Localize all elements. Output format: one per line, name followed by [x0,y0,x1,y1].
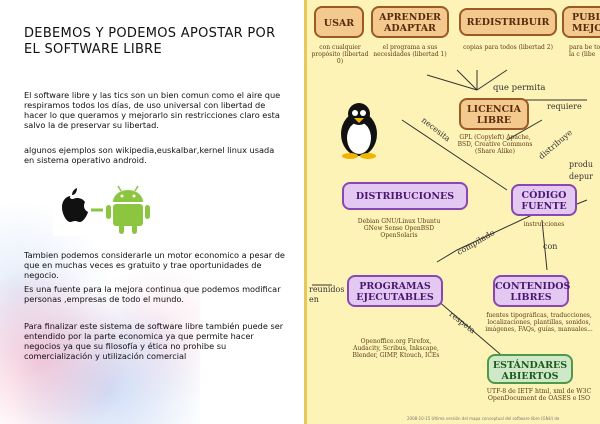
usar-sub: con cualquier propósito (libertad 0) [311,44,369,65]
apple-android-logos [62,185,150,234]
aprender-sub: el programa a sus necesidades (libertad … [373,44,447,58]
label-reunidos: reunidos en [309,285,345,304]
licencia-sub: GPL (Copyleft) Apache, BSD, Creative Com… [457,134,533,155]
tux-penguin-icon [335,100,383,160]
apple-icon [62,188,88,222]
label-depur: depur [569,172,593,181]
paragraph-examples: algunos ejemplos son wikipedia,euskalbar… [24,145,275,165]
label-con: con [543,242,558,251]
node-distribuciones: DISTRIBUCIONES [342,182,468,210]
node-estandares: ESTÁNDARES ABIERTOS [487,354,573,384]
paragraph-improvement: Es una fuente para la mejora continua qu… [24,284,281,304]
page-title: DEBEMOS Y PODEMOS APOSTAR POR EL SOFTWAR… [24,26,276,57]
programas-sub: Openoffice.org Firefox, Audacity, Scribu… [352,338,440,359]
label-que-permita: que permita [493,83,546,93]
node-redistribuir: REDISTRIBUIR [459,8,557,36]
node-usar: USAR [314,6,364,38]
map-footer: 2008-10-15 Última versión del mapa conce… [407,416,560,421]
logos-image [53,182,159,236]
estandares-sub: UTF-8 de IETF html, xml de W3C OpenDocum… [486,388,592,402]
label-produ: produ [569,160,594,169]
text-panel: DEBEMOS Y PODEMOS APOSTAR POR EL SOFTWAR… [0,26,285,424]
node-publicar: PUBL MEJO [562,6,600,38]
publicar-sub: para be toda la c (libe [569,44,600,58]
paragraph-economy: Tambien podemos considerarle un motor ec… [24,250,285,280]
paragraph-intro: El software libre y las tics son un bien… [24,90,281,130]
label-requiere: requiere [547,102,582,111]
contenidos-sub: fuentes tipográficas, traducciones, loca… [485,312,593,333]
concept-map: USAR con cualquier propósito (libertad 0… [304,0,600,424]
distribuciones-sub: Debian GNU/Linux Ubuntu GNew Sense OpenB… [357,218,441,239]
node-aprender: APRENDER ADAPTAR [371,6,449,38]
codigo-sub: instrucciones [523,221,565,228]
node-programas: PROGRAMAS EJECUTABLES [347,275,443,307]
node-contenidos: CONTENIDOS LIBRES [493,275,570,307]
watercolor-splash [0,200,200,424]
node-licencia: LICENCIA LIBRE [459,98,529,130]
android-icon [106,185,150,234]
paragraph-conclusion: Para finalizar este sistema de software … [24,321,284,361]
redistribuir-sub: copias para todos (libertad 2) [463,44,553,51]
node-codigo-fuente: CÓDIGO FUENTE [511,184,577,216]
